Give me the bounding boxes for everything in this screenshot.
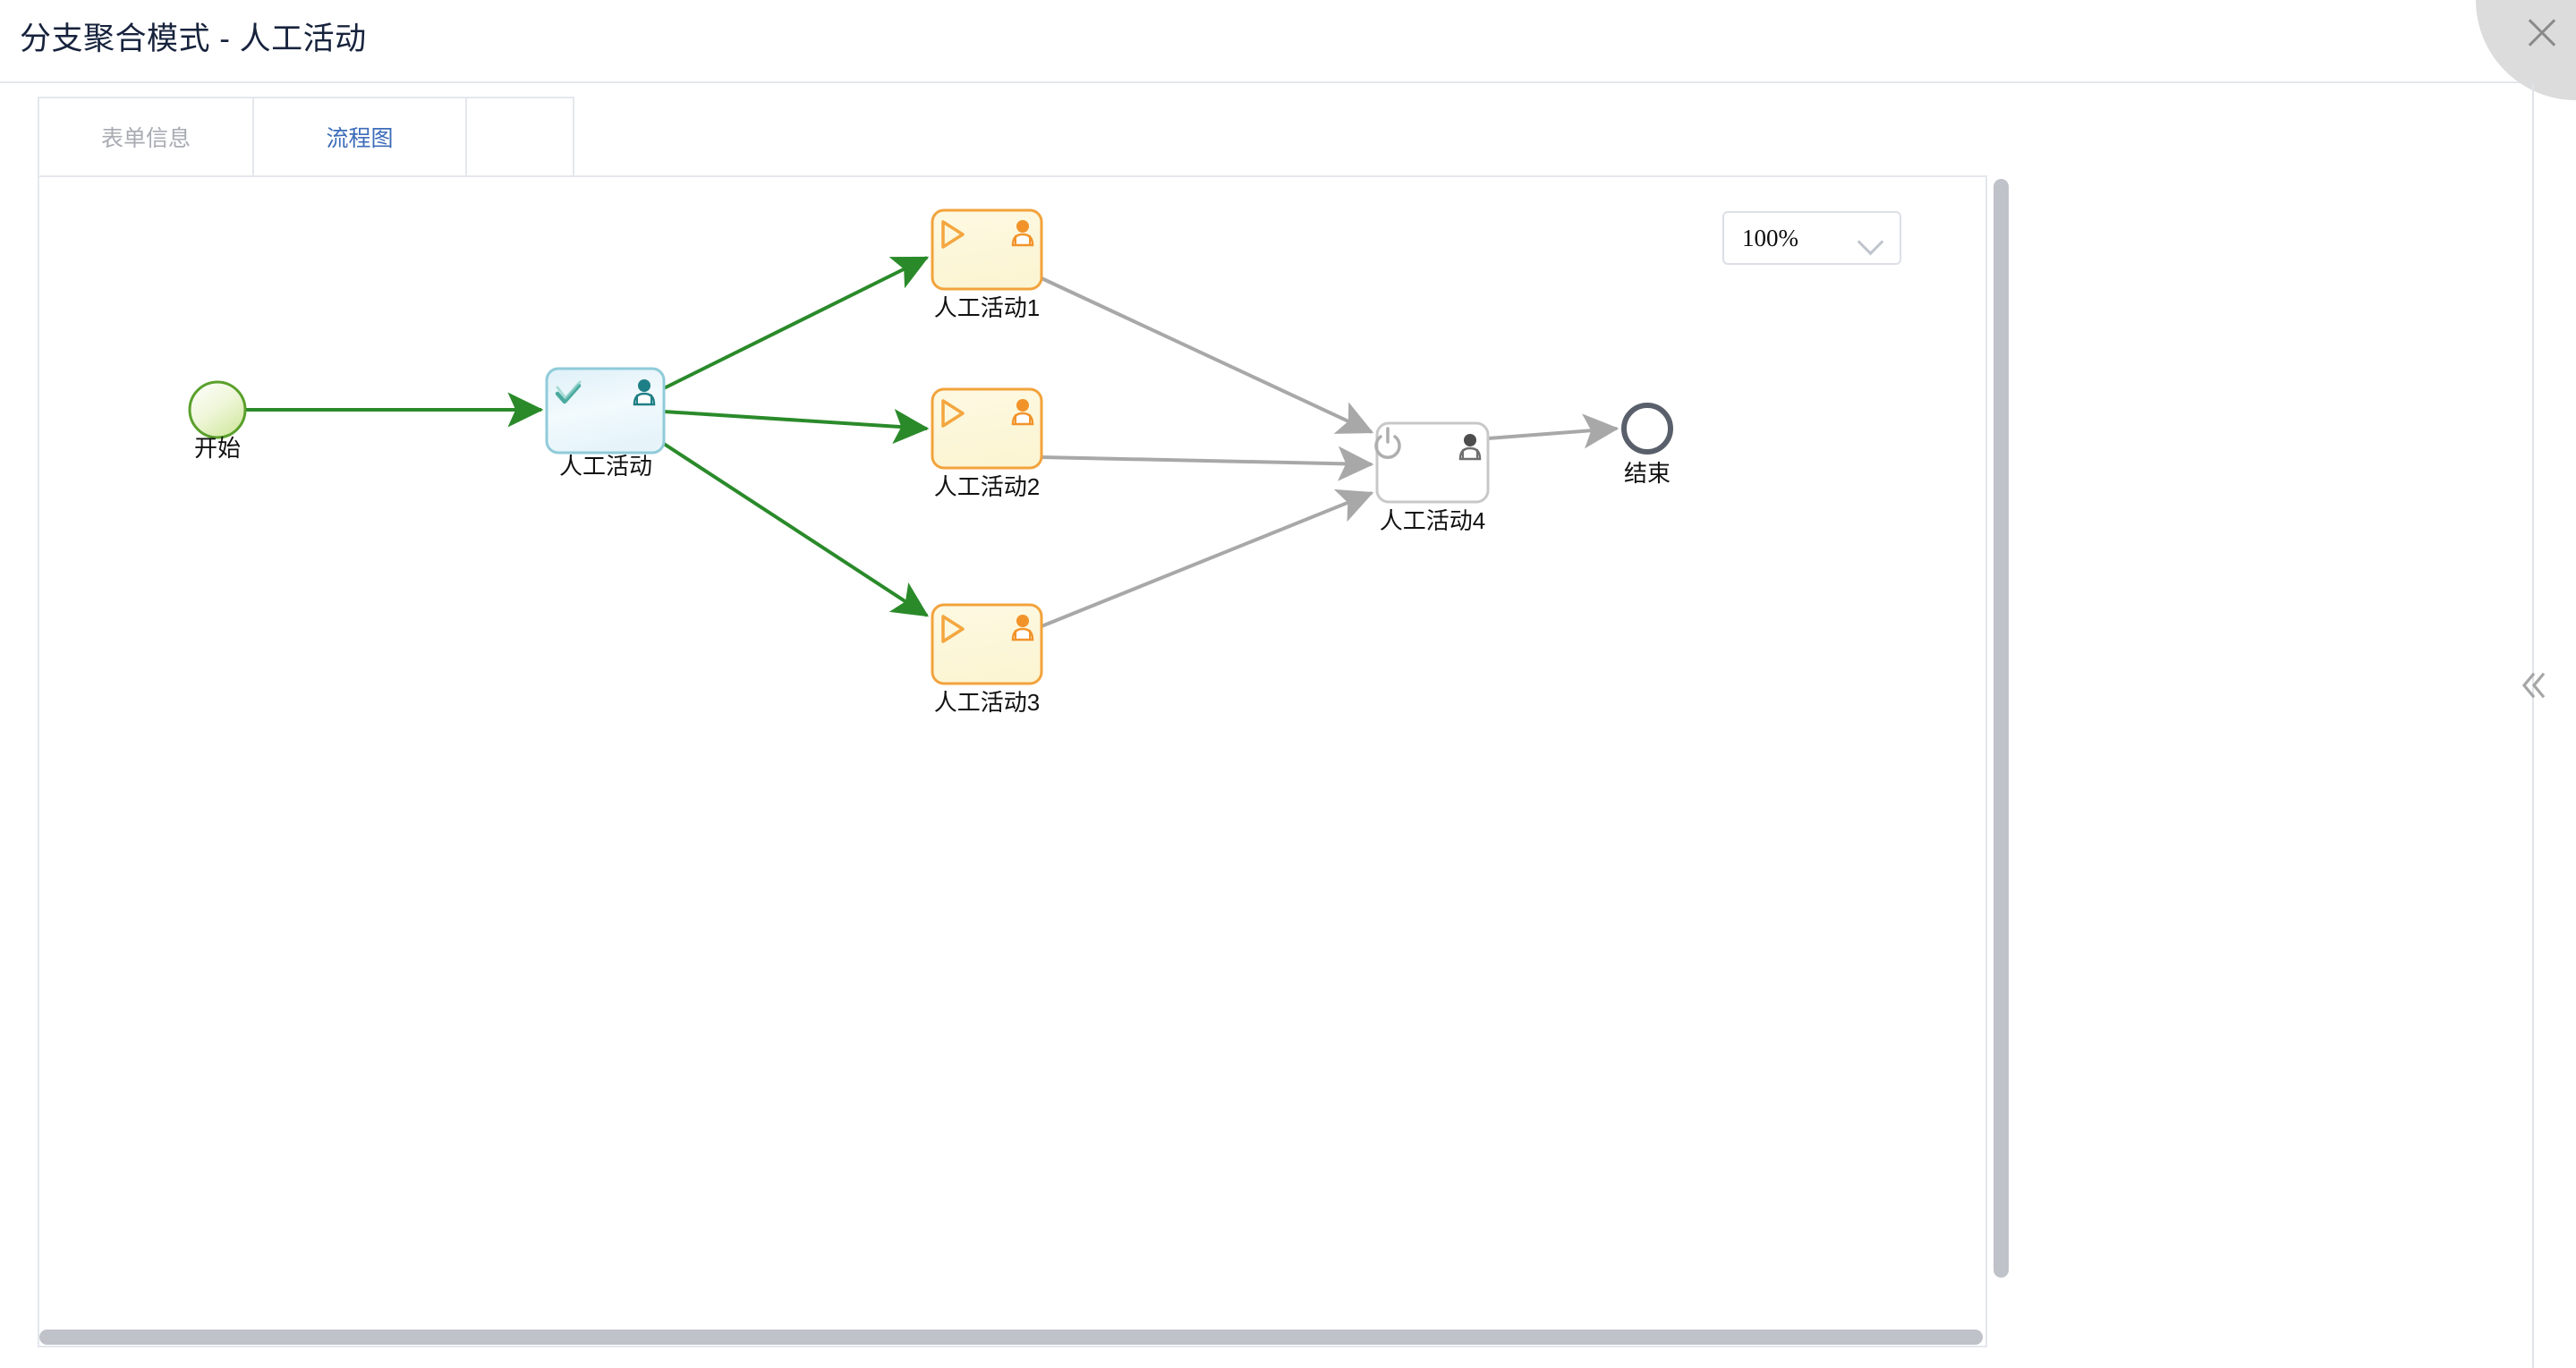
- chevron-down-icon: [1857, 228, 1884, 256]
- zoom-level-select[interactable]: 100%: [1722, 211, 1901, 265]
- check-icon: [555, 380, 582, 404]
- person-icon: [1458, 434, 1482, 461]
- edge-task0-to-task1: [663, 256, 930, 390]
- flowchart-svg: [188, 208, 1673, 685]
- node-label-task0: 人工活动: [558, 453, 652, 480]
- node-start[interactable]: [188, 380, 247, 439]
- tab-bar-filler: [465, 97, 574, 177]
- tab-flowchart[interactable]: 流程图: [252, 97, 465, 177]
- person-icon: [633, 379, 656, 406]
- page-title: 分支聚合模式 - 人工活动: [20, 21, 367, 56]
- node-end[interactable]: [1621, 403, 1673, 455]
- edge-task3-to-task4: [1041, 489, 1374, 628]
- node-label-task4: 人工活动4: [1379, 507, 1486, 534]
- edge-task4-to-end: [1487, 413, 1620, 449]
- person-icon: [1011, 220, 1034, 247]
- dialog-header: 分支聚合模式 - 人工活动: [0, 0, 2576, 83]
- close-icon: [2524, 14, 2560, 50]
- double-chevron-left-icon: [2521, 672, 2546, 699]
- node-task-renyuan-huodong-2[interactable]: [931, 387, 1043, 470]
- node-label-start: 开始: [193, 435, 241, 462]
- node-task-renyuan-huodong-4[interactable]: [1374, 421, 1490, 504]
- flowchart-canvas[interactable]: 开始 人工活动 人工活动1 人工活动2 人工活动3 人工活动4 结束: [38, 175, 1987, 1347]
- node-label-task1: 人工活动1: [933, 294, 1041, 321]
- node-label-end: 结束: [1623, 460, 1671, 487]
- edge-task0-to-task3: [662, 442, 930, 617]
- person-icon: [1011, 615, 1034, 642]
- edge-task1-to-task4: [1041, 276, 1374, 434]
- node-task-renyuan-huodong[interactable]: [545, 367, 666, 455]
- zoom-level-value: 100%: [1742, 224, 1798, 251]
- edge-task0-to-task2: [663, 409, 930, 445]
- edge-task2-to-task4: [1041, 446, 1374, 481]
- close-button[interactable]: [2476, 0, 2576, 100]
- tab-form-info[interactable]: 表单信息: [38, 97, 252, 177]
- vertical-scrollbar-thumb[interactable]: [1994, 179, 2009, 1278]
- play-icon: [941, 220, 965, 249]
- play-icon: [941, 615, 965, 643]
- node-task-renyuan-huodong-1[interactable]: [931, 208, 1043, 291]
- tab-form-info-label: 表单信息: [100, 126, 191, 151]
- edge-group: [246, 256, 1620, 628]
- horizontal-scrollbar-thumb[interactable]: [39, 1330, 1983, 1345]
- node-label-task3: 人工活动3: [933, 689, 1041, 716]
- tab-flowchart-label: 流程图: [326, 126, 394, 151]
- node-task-renyuan-huodong-3[interactable]: [931, 603, 1043, 685]
- play-icon: [941, 399, 965, 428]
- tab-bar: 表单信息 流程图: [38, 97, 574, 177]
- node-label-task2: 人工活动2: [933, 473, 1041, 500]
- collapse-panel-button[interactable]: [2512, 664, 2555, 707]
- person-icon: [1011, 399, 1034, 426]
- power-icon: [1374, 427, 1401, 459]
- right-panel-divider: [2532, 83, 2534, 1368]
